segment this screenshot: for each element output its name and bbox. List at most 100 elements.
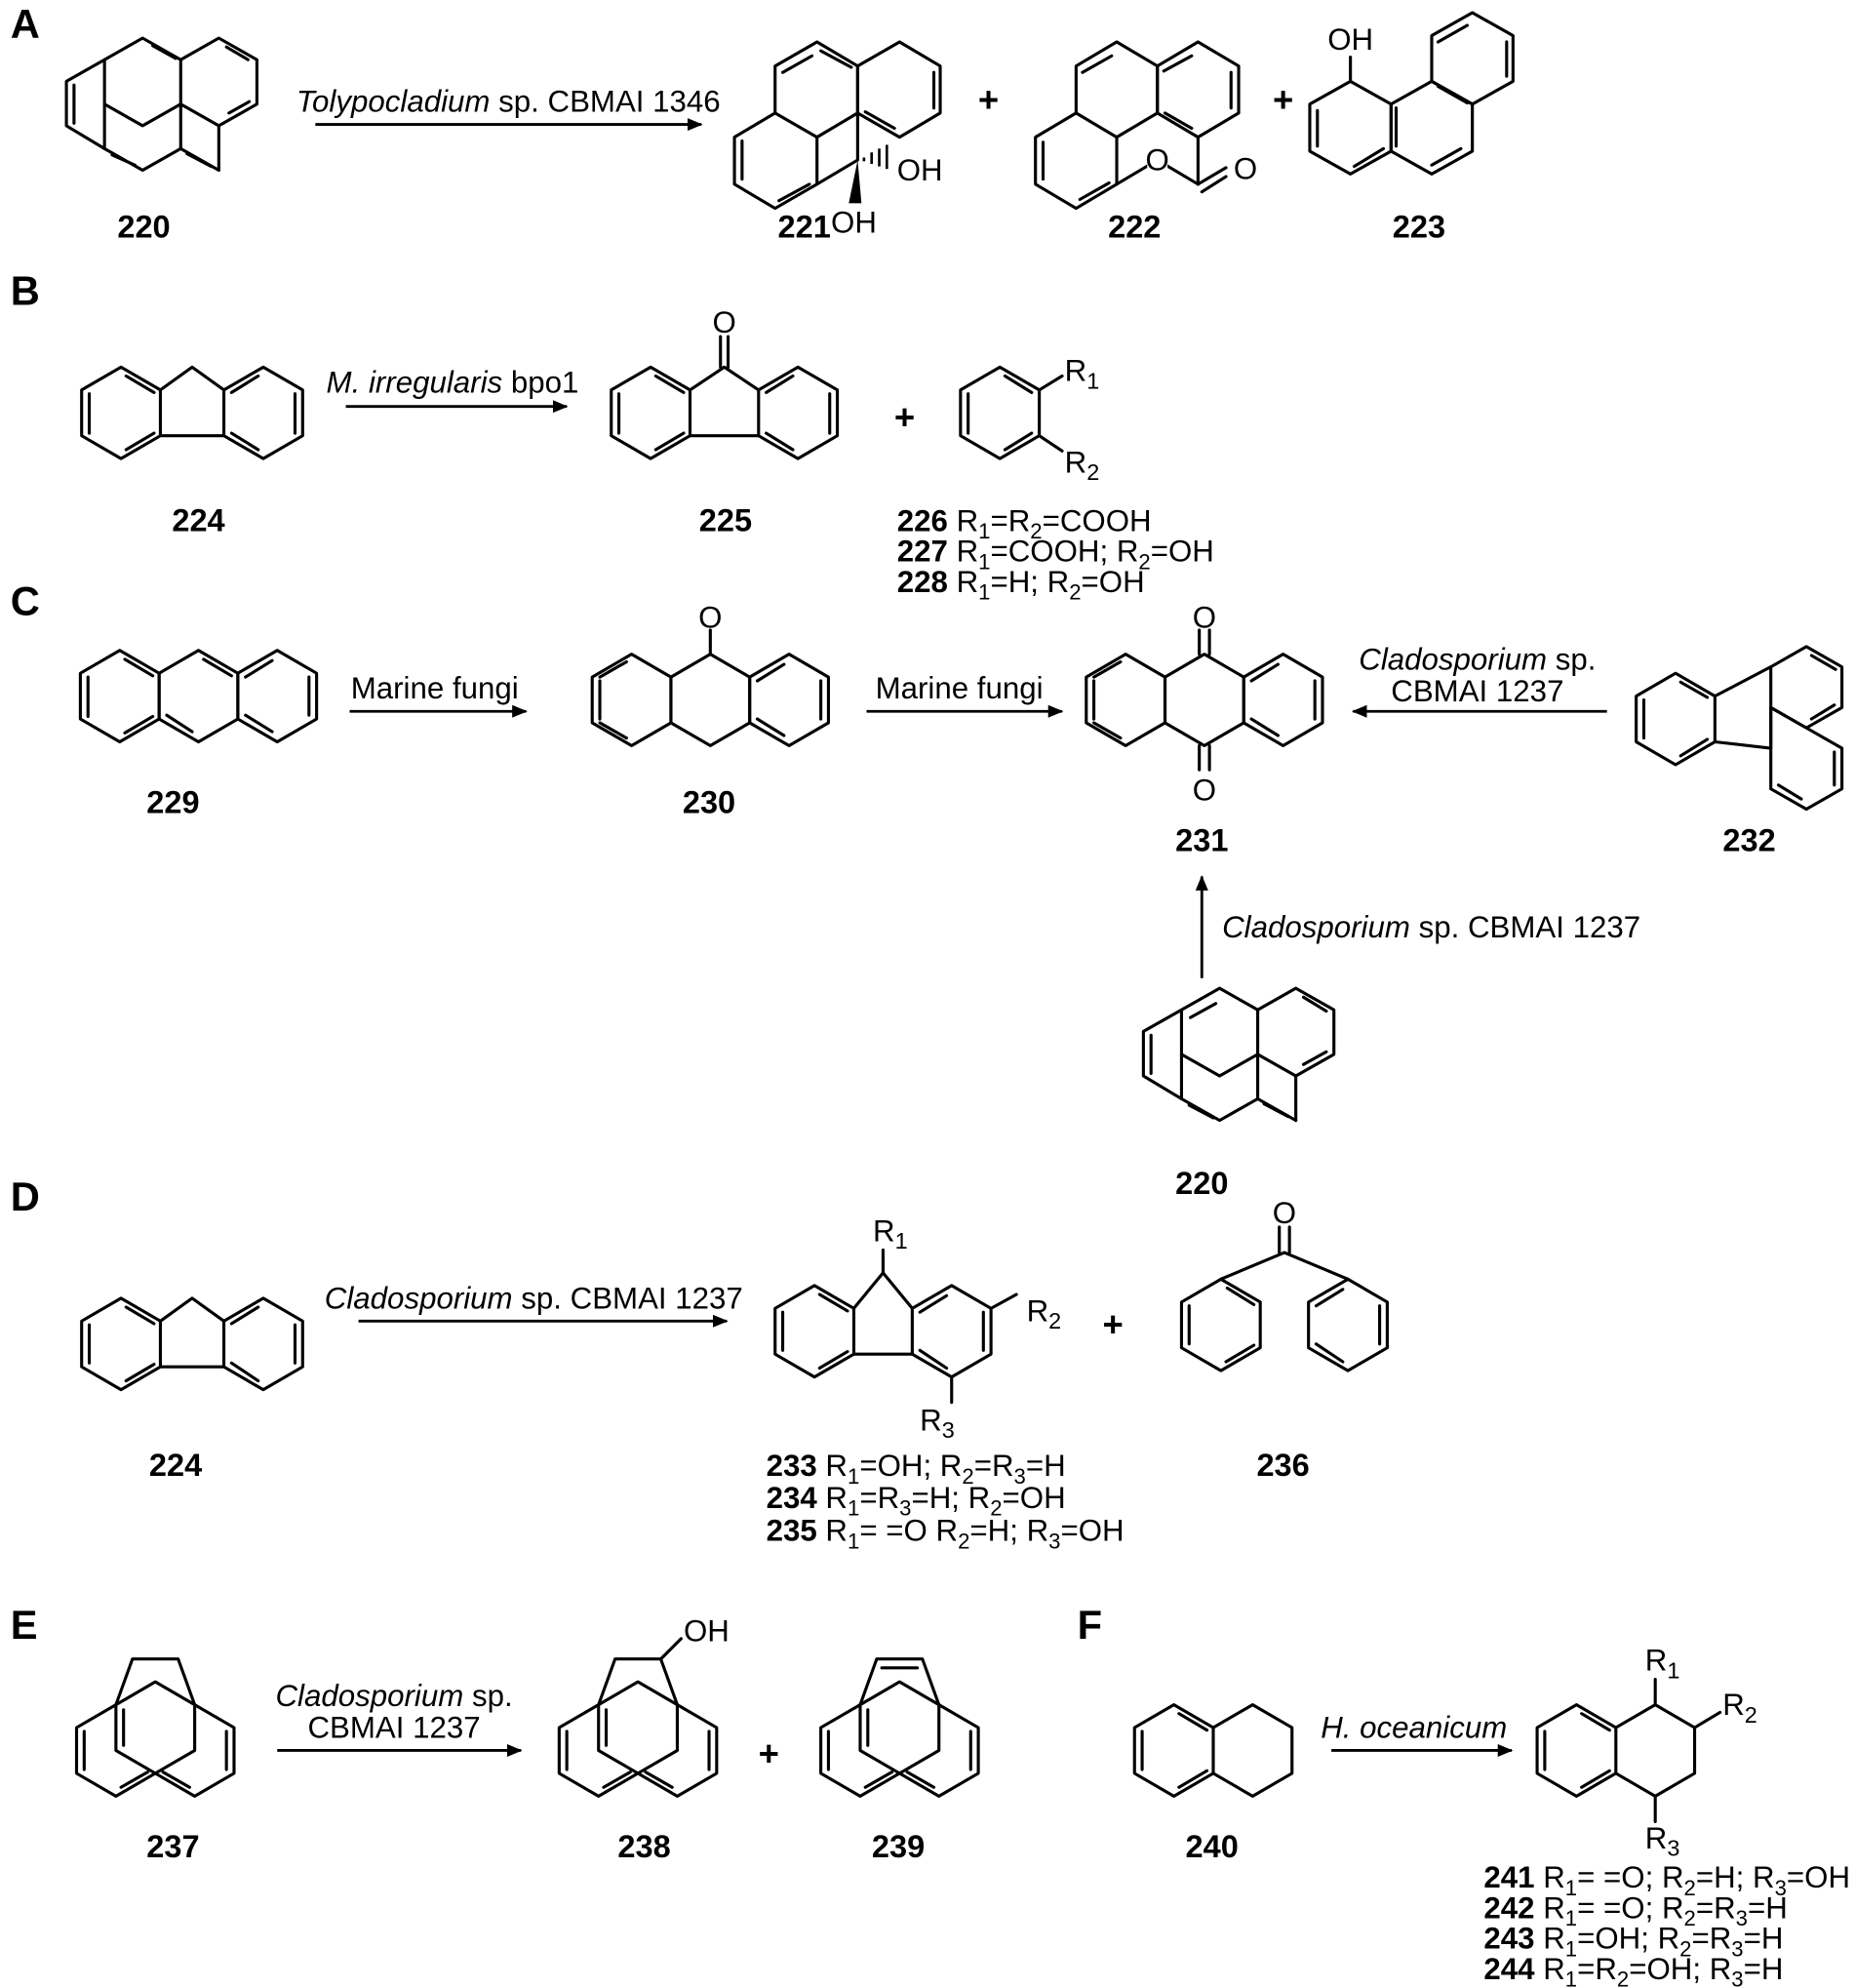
molecule-226-228-benzene xyxy=(959,365,1064,460)
condition-e-line2: CBMAI 1237 xyxy=(307,1710,480,1744)
molecule-225-fluorenone xyxy=(610,335,840,460)
compound-number-227: 227 xyxy=(897,535,957,569)
condition-a: Tolypocladium sp. CBMAI 1346 xyxy=(296,85,721,119)
oh-label-221-b: OH xyxy=(831,205,877,239)
panel-label-c: C xyxy=(11,577,40,623)
substituent-line-227: 227 R1=COOH; R2=OH xyxy=(897,535,1214,575)
compound-number-243: 243 xyxy=(1483,1922,1543,1956)
r3-label-d: R3 xyxy=(920,1403,955,1443)
panel-label-b: B xyxy=(11,268,40,314)
r2-label-d: R2 xyxy=(1027,1293,1062,1333)
substituent-line-234: 234 R1=R3=H; R2=OH xyxy=(767,1481,1066,1521)
oh-label-238: OH xyxy=(684,1613,730,1648)
compound-number-229: 229 xyxy=(146,784,199,819)
substituent-line-243: 243 R1=OH; R2=R3=H xyxy=(1483,1922,1783,1962)
molecule-232-fluoranthene xyxy=(1635,645,1844,812)
condition-c4: Cladosporium sp. CBMAI 1237 xyxy=(1222,910,1640,944)
oh-label-223: OH xyxy=(1327,22,1373,57)
o-keto-236: O xyxy=(1273,1196,1296,1230)
compound-number-221: 221 xyxy=(778,210,831,245)
molecule-224-fluorene-b xyxy=(80,365,304,460)
r1-label-b: R1 xyxy=(1065,354,1100,394)
substituent-list-b: 226 R1=R2=COOH 227 R1=COOH; R2=OH 228 R1… xyxy=(897,503,1214,604)
panel-label-d: D xyxy=(11,1173,40,1219)
substituent-list-d: 233 R1=OH; R2=R3=H 234 R1=R3=H; R2=OH 23… xyxy=(767,1449,1125,1553)
condition-c3-line1: Cladosporium sp. xyxy=(1359,642,1596,676)
panel-label-e: E xyxy=(11,1602,38,1648)
substituent-line-228: 228 R1=H; R2=OH xyxy=(897,565,1145,605)
condition-b: M. irregularis bpo1 xyxy=(327,365,579,399)
compound-number-239: 239 xyxy=(872,1829,925,1864)
molecule-220-pyrene-c xyxy=(1141,986,1336,1123)
compound-number-231: 231 xyxy=(1175,822,1228,857)
condition-c2: Marine fungi xyxy=(876,671,1044,705)
substituent-line-235: 235 R1= =O R2=H; R3=OH xyxy=(767,1514,1125,1554)
r1-label-f: R1 xyxy=(1645,1643,1680,1683)
compound-number-240: 240 xyxy=(1186,1829,1239,1864)
o-ring-222: O xyxy=(1146,142,1169,177)
compound-number-235: 235 xyxy=(767,1514,826,1548)
compound-number-220-a: 220 xyxy=(117,210,170,245)
compound-number-242: 242 xyxy=(1483,1890,1543,1925)
condition-c1: Marine fungi xyxy=(351,671,519,705)
o-keto-230: O xyxy=(698,600,722,634)
condition-d: Cladosporium sp. CBMAI 1237 xyxy=(325,1281,743,1315)
compound-number-234: 234 xyxy=(767,1481,826,1515)
molecule-229-anthracene xyxy=(78,649,319,744)
molecule-240-tetralin xyxy=(1132,1703,1294,1798)
r1-label-d: R1 xyxy=(873,1213,908,1253)
compound-number-220-c: 220 xyxy=(1175,1166,1228,1201)
panel-label-a: A xyxy=(11,1,40,47)
plus-sign-e: + xyxy=(759,1733,779,1773)
plus-sign-b: + xyxy=(894,397,915,437)
compound-number-237: 237 xyxy=(146,1829,199,1864)
compound-number-244: 244 xyxy=(1483,1952,1543,1986)
substituent-list-f: 241 R1= =O; R2=H; R3=OH 242 R1= =O; R2=R… xyxy=(1483,1860,1850,1988)
condition-c3-line2: CBMAI 1237 xyxy=(1391,674,1563,708)
substituent-line-233: 233 R1=OH; R2=R3=H xyxy=(767,1449,1066,1489)
substituent-line-241: 241 R1= =O; R2=H; R3=OH xyxy=(1483,1860,1850,1900)
compound-number-226: 226 xyxy=(897,503,957,537)
compound-number-238: 238 xyxy=(617,1829,670,1864)
molecule-236-benzophenone xyxy=(1179,1225,1389,1372)
substituent-line-244: 244 R1=R2=OH; R3=H xyxy=(1483,1952,1783,1988)
molecule-241-244-tetralin xyxy=(1535,1677,1722,1823)
compound-number-241: 241 xyxy=(1483,1860,1543,1894)
compound-number-228: 228 xyxy=(897,565,957,599)
hash-bond-221 xyxy=(862,144,888,170)
plus-sign-a2: + xyxy=(1273,80,1293,120)
compound-number-222: 222 xyxy=(1108,210,1161,245)
substituent-line-242: 242 R1= =O; R2=R3=H xyxy=(1483,1890,1787,1930)
molecule-237-acenaphthene xyxy=(74,1657,236,1798)
molecule-224-fluorene-d xyxy=(80,1296,304,1392)
compound-number-224-b: 224 xyxy=(172,502,224,537)
molecule-239-acenaphthylene xyxy=(819,1657,980,1798)
compound-number-233: 233 xyxy=(767,1449,826,1483)
condition-e-line1: Cladosporium sp. xyxy=(275,1679,512,1713)
wedge-bond-221 xyxy=(849,160,862,204)
plus-sign-a1: + xyxy=(978,80,999,120)
molecule-238-acenaphthenol xyxy=(557,1637,719,1798)
oh-label-221-a: OH xyxy=(897,153,943,187)
substituent-line-226: 226 R1=R2=COOH xyxy=(897,503,1152,543)
r2-label-b: R2 xyxy=(1065,445,1100,485)
o-keto-225: O xyxy=(712,305,735,339)
o-keto-231-top: O xyxy=(1193,600,1216,634)
condition-f: H. oceanicum xyxy=(1321,1710,1507,1744)
compound-number-225: 225 xyxy=(699,502,752,537)
compound-number-236: 236 xyxy=(1256,1448,1309,1483)
plus-sign-d: + xyxy=(1102,1304,1123,1344)
panel-label-f: F xyxy=(1078,1602,1102,1648)
molecule-230-anthrone xyxy=(590,628,830,747)
compound-number-230: 230 xyxy=(683,784,735,819)
molecule-220-pyrene-a xyxy=(64,36,258,173)
molecule-233-235-fluorene xyxy=(773,1248,1018,1405)
o-keto-222: O xyxy=(1234,152,1257,186)
compound-number-232: 232 xyxy=(1722,822,1775,857)
molecule-231-anthraquinone xyxy=(1085,628,1324,772)
r3-label-f: R3 xyxy=(1645,1821,1680,1861)
compound-number-224-d: 224 xyxy=(149,1448,202,1483)
compound-number-223: 223 xyxy=(1393,210,1445,245)
r2-label-f: R2 xyxy=(1722,1688,1757,1728)
